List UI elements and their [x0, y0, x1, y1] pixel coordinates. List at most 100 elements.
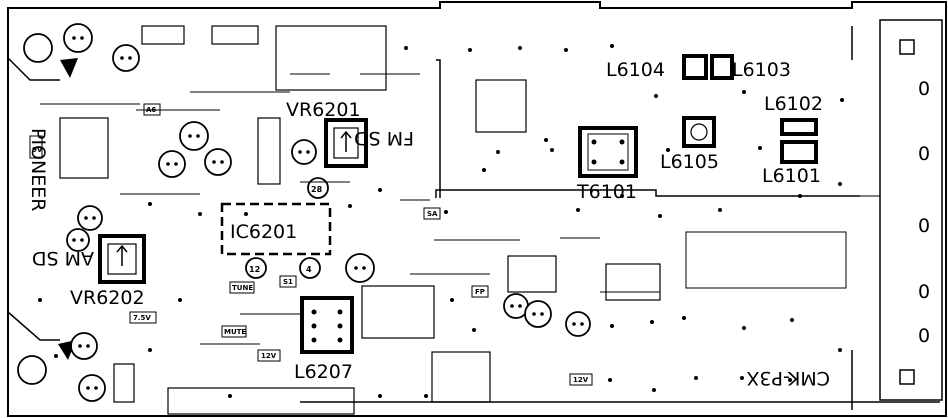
component-outline	[507, 255, 557, 293]
svg-text:7.5V: 7.5V	[133, 314, 151, 322]
svg-text:TUNE: TUNE	[232, 284, 253, 292]
via	[244, 212, 248, 216]
l6102-label: L6102	[764, 93, 823, 115]
board-marking: CMK-P3X	[746, 367, 830, 389]
via	[148, 348, 152, 352]
pad	[86, 386, 90, 390]
component-outline	[167, 387, 355, 415]
via	[472, 328, 476, 332]
via	[424, 394, 428, 398]
component-outline	[211, 25, 259, 45]
via	[228, 394, 232, 398]
tag-7-5v: 7.5V	[129, 311, 157, 324]
capacitor-footprint	[77, 205, 103, 231]
via	[652, 388, 656, 392]
via	[610, 324, 614, 328]
via	[666, 148, 670, 152]
svg-text:12V: 12V	[573, 376, 589, 384]
circuit-traces	[40, 73, 880, 345]
via	[840, 98, 844, 102]
via	[790, 318, 794, 322]
component-outline	[475, 79, 527, 133]
svg-text:4: 4	[306, 265, 312, 274]
via	[482, 168, 486, 172]
via	[564, 48, 568, 52]
via	[718, 208, 722, 212]
svg-text:SA: SA	[427, 210, 438, 218]
pad	[72, 36, 76, 40]
pad	[540, 312, 544, 316]
component-footprints	[59, 23, 661, 415]
l6105-label: L6105	[660, 151, 719, 173]
via	[758, 146, 762, 150]
svg-text:MUTE: MUTE	[224, 328, 246, 336]
test-point-28: 28	[307, 177, 329, 199]
board-outline	[7, 1, 947, 417]
vr6201-trimmer	[324, 118, 368, 168]
via	[450, 298, 454, 302]
capacitor-footprint	[63, 23, 93, 53]
svg-text:FP: FP	[475, 288, 485, 296]
via	[620, 194, 624, 198]
via	[404, 46, 408, 50]
test-point-4: 4	[299, 257, 321, 279]
via	[38, 298, 42, 302]
via	[378, 394, 382, 398]
capacitor-footprint	[204, 148, 232, 176]
pad	[220, 160, 224, 164]
via	[798, 194, 802, 198]
pad	[78, 344, 82, 348]
via	[148, 202, 152, 206]
capacitor-footprint	[179, 121, 209, 151]
via	[518, 46, 522, 50]
l6207-coil	[300, 296, 354, 354]
tag-mute: MUTE	[221, 325, 247, 338]
pad	[354, 266, 358, 270]
via-dots	[38, 44, 844, 398]
pad	[362, 266, 366, 270]
am-sd-label: AM SD	[32, 247, 94, 269]
via	[348, 204, 352, 208]
pad	[196, 134, 200, 138]
capacitor-footprint	[291, 139, 317, 165]
tag-9v: 9V	[29, 135, 43, 159]
via	[468, 48, 472, 52]
l6104-label: L6104	[606, 59, 665, 81]
tag-s1: S1	[279, 275, 297, 288]
capacitor-footprint	[66, 228, 90, 252]
pad	[174, 162, 178, 166]
via	[378, 188, 382, 192]
brand-label: PIONEER	[27, 128, 49, 211]
vr6202-label: VR6202	[70, 287, 145, 309]
capacitor-footprint	[158, 150, 186, 178]
component-outline	[605, 263, 661, 301]
pad	[572, 322, 576, 326]
component-outline	[59, 117, 109, 179]
test-point-12: 12	[245, 257, 267, 279]
right-zero-1: 0	[918, 78, 930, 100]
via	[496, 150, 500, 154]
ic6201-label: IC6201	[230, 221, 297, 243]
l6105-coil	[682, 116, 716, 148]
l6101-coil	[780, 140, 818, 164]
via	[742, 326, 746, 330]
svg-text:9V: 9V	[32, 146, 43, 154]
component-outline	[257, 117, 281, 185]
vr6202-trimmer	[98, 234, 146, 284]
svg-text:12: 12	[249, 265, 260, 274]
via	[838, 348, 842, 352]
pad-array	[685, 231, 847, 289]
l6104-l6103-coils	[682, 54, 734, 80]
pad	[166, 162, 170, 166]
pad	[94, 386, 98, 390]
tag-tune: TUNE	[229, 281, 255, 294]
component-outline	[361, 285, 435, 339]
capacitor-footprint	[565, 311, 591, 337]
tag-sa: SA	[423, 207, 441, 220]
via	[788, 378, 792, 382]
pad	[120, 56, 124, 60]
via	[544, 138, 548, 142]
l6103-label: L6103	[732, 59, 791, 81]
capacitor-footprint	[78, 374, 106, 402]
via	[658, 214, 662, 218]
